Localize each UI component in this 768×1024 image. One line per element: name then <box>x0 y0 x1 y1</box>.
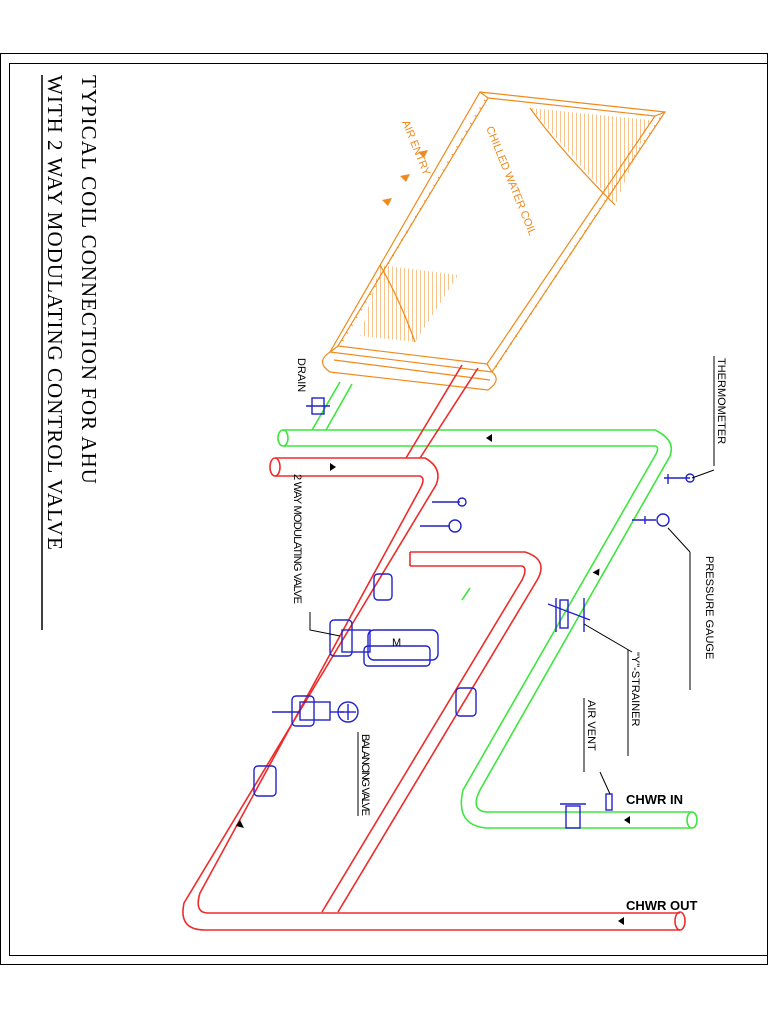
return-arrows <box>236 463 624 925</box>
svg-text:AIR VENT: AIR VENT <box>585 700 597 751</box>
svg-text:BALANCING VALVE: BALANCING VALVE <box>359 734 371 816</box>
svg-text:DRAIN: DRAIN <box>295 358 307 392</box>
flange-icons <box>253 573 477 797</box>
chilled-water-coil <box>321 91 667 391</box>
drain-label: DRAIN <box>295 358 307 392</box>
two-way-valve-label: 2 WAY MODULATING VALVE <box>291 474 303 604</box>
svg-text:PRESSURE GAUGE: PRESSURE GAUGE <box>703 556 715 659</box>
supply-pipe <box>277 381 698 829</box>
chwr-out-label: CHWR OUT <box>626 898 698 913</box>
supply-arrows <box>486 434 630 824</box>
air-vent-icon <box>560 793 613 829</box>
coil-label: CHILLED WATER COIL <box>483 125 538 238</box>
drain-icon <box>306 397 330 415</box>
pressure-gauge-icon <box>632 513 670 527</box>
y-strainer-icon <box>547 598 591 632</box>
return-pipe <box>182 364 686 931</box>
y-strainer-label: "Y"-STRAINER <box>627 650 641 756</box>
pressure-gauge-label: PRESSURE GAUGE <box>689 552 715 690</box>
svg-text:2 WAY MODULATING VALVE: 2 WAY MODULATING VALVE <box>291 474 303 604</box>
balancing-valve-label: BALANCING VALVE <box>357 732 371 816</box>
title-block: TYPICAL COIL CONNECTION FOR AHU WITH 2 W… <box>41 75 101 630</box>
motor-label: M <box>392 637 401 649</box>
air-entry-label: AIR ENTRY <box>399 119 432 178</box>
balancing-valve-icon <box>272 701 359 723</box>
title-line-1: TYPICAL COIL CONNECTION FOR AHU <box>77 75 101 485</box>
two-way-valve-leader <box>309 612 341 637</box>
thermometer-label: THERMOMETER <box>713 356 727 466</box>
title-line-2: WITH 2 WAY MODULATING CONTROL VALVE <box>43 75 67 551</box>
svg-text:"Y"-STRAINER: "Y"-STRAINER <box>629 652 641 726</box>
inner-border <box>9 63 768 956</box>
svg-text:THERMOMETER: THERMOMETER <box>715 358 727 444</box>
air-vent-label: AIR VENT <box>583 698 597 772</box>
chwr-in-label: CHWR IN <box>626 792 683 807</box>
fittings <box>253 397 695 829</box>
two-way-valve-icon <box>341 629 439 667</box>
return-gauges-icon <box>420 497 467 533</box>
air-entry-arrows <box>382 150 428 206</box>
thermometer-icon <box>664 473 695 484</box>
